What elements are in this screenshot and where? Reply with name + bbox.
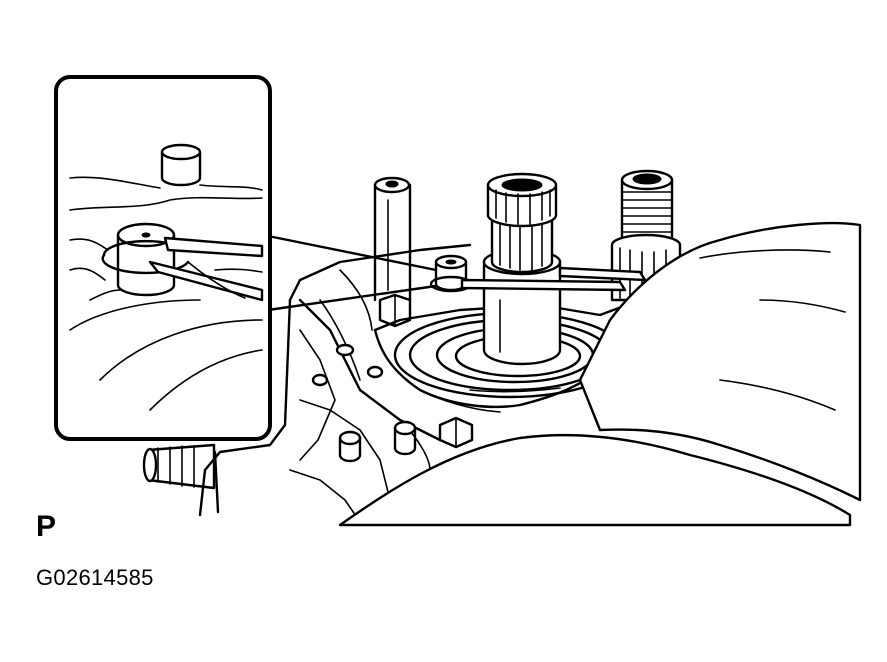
input-shaft [482,172,562,366]
callout-pointer [266,234,438,312]
seal-ring-small [429,254,473,293]
transmission-case [142,176,474,523]
stator-shaft [610,169,682,302]
pick-tool [460,266,647,292]
detail-inset [54,75,272,441]
view-label: P [36,510,57,543]
foreground-housing [338,221,862,527]
figure-id: G02614585 [36,565,154,590]
